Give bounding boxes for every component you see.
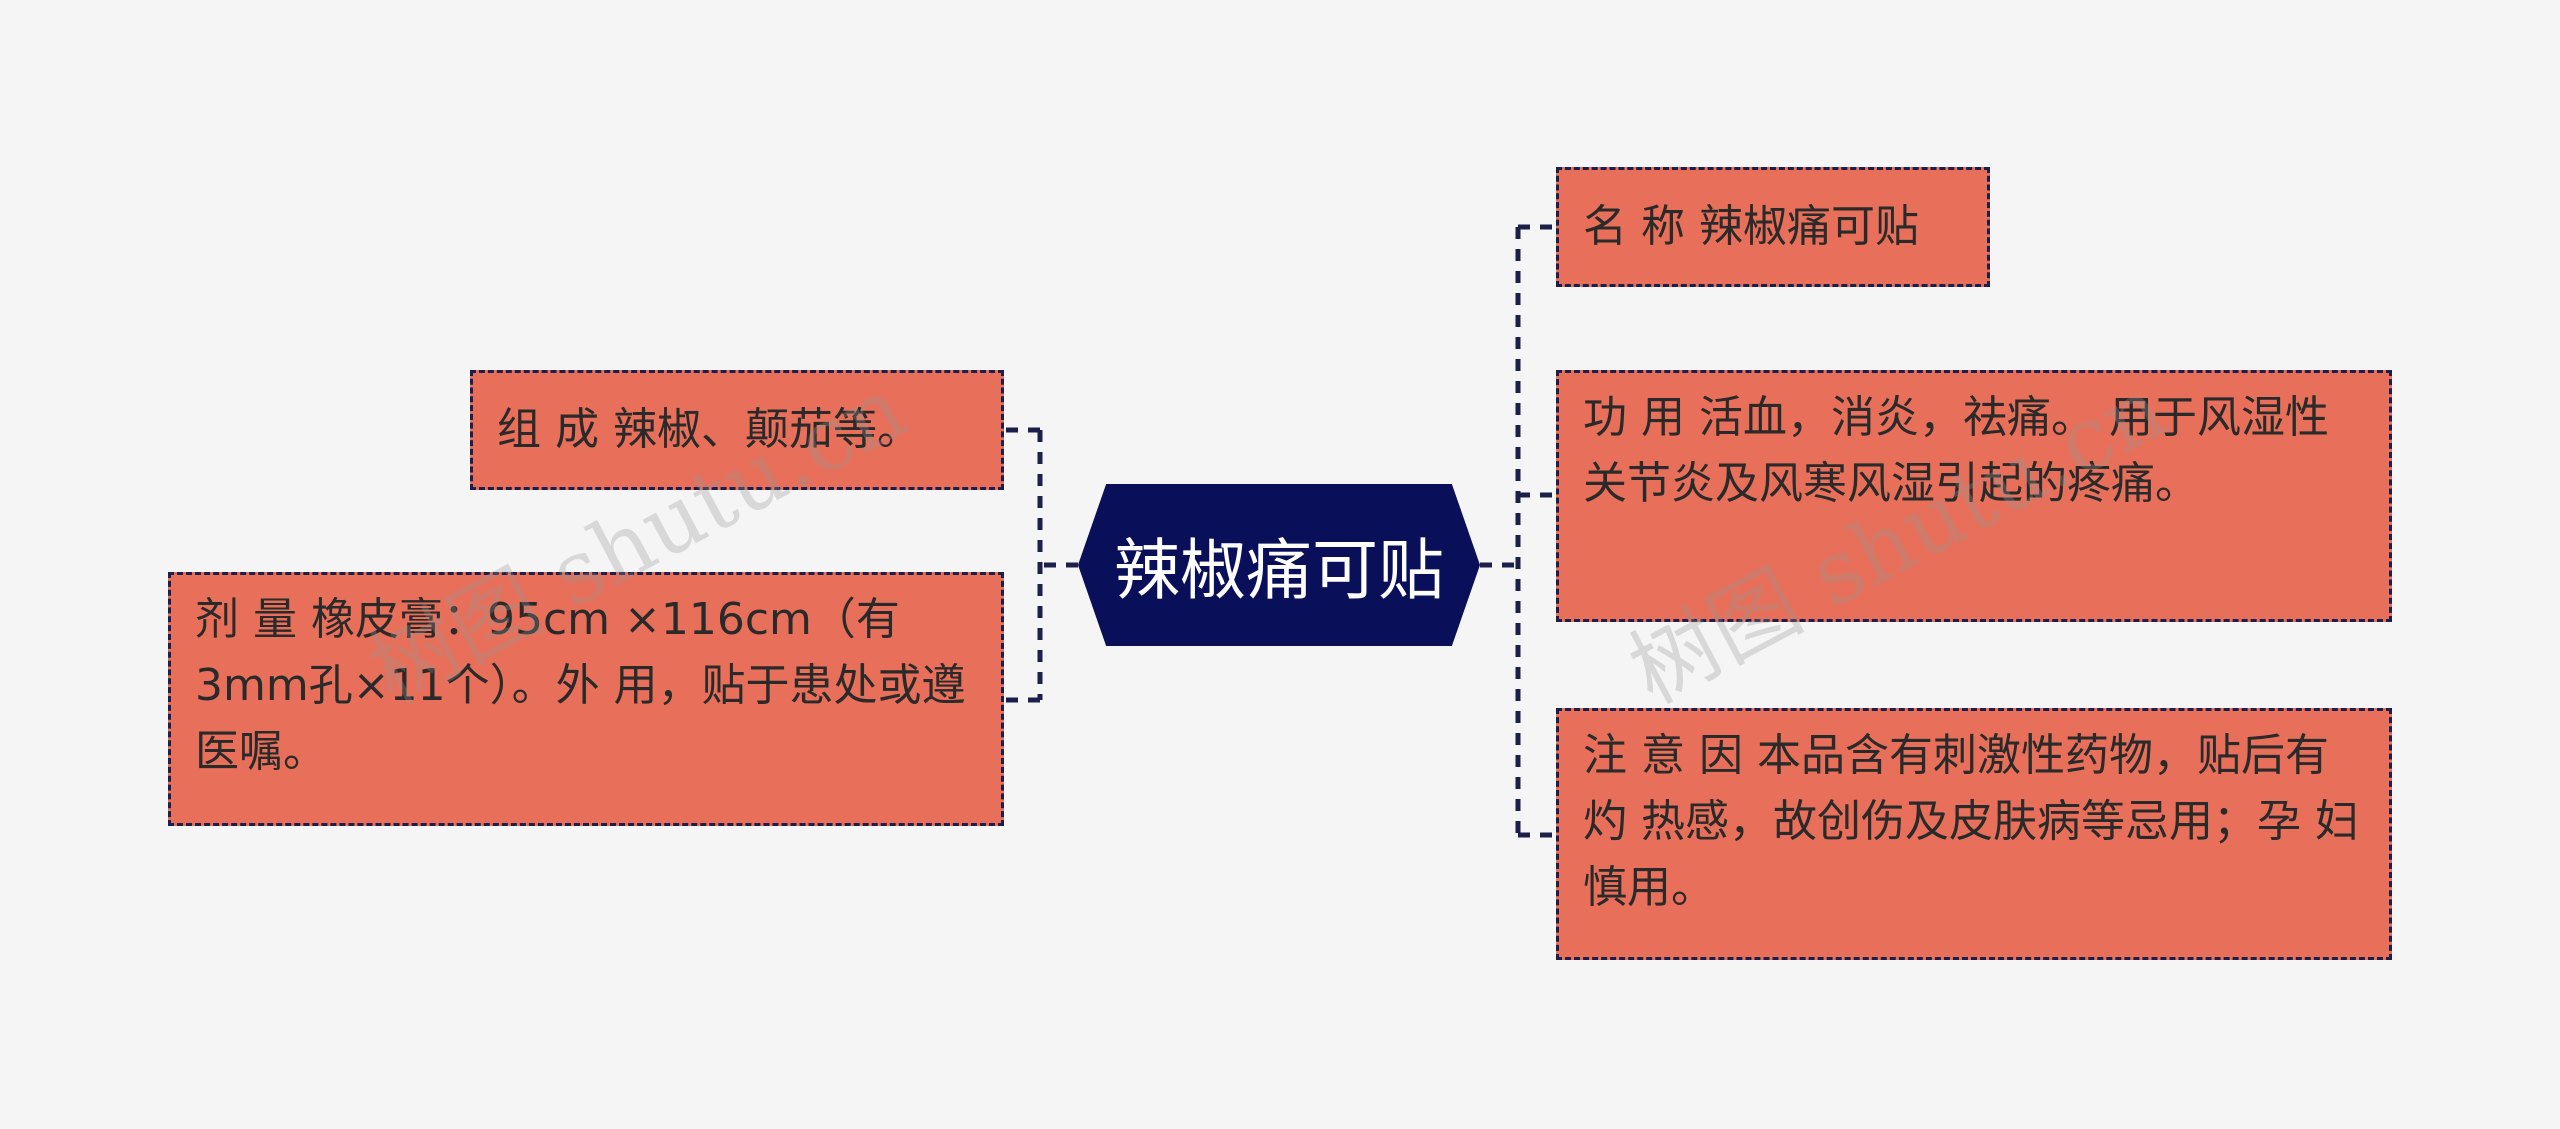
node-name[interactable]: 名 称 辣椒痛可贴 xyxy=(1556,167,1990,287)
central-topic[interactable]: 辣椒痛可贴 xyxy=(1078,484,1480,646)
node-name-text: 名 称 辣椒痛可贴 xyxy=(1583,201,1919,252)
node-caution-text: 注 意 因 本品含有刺激性药物，贴后有灼 热感，故创伤及皮肤病等忌用；孕 妇慎用… xyxy=(1583,730,2359,913)
node-dosage[interactable]: 剂 量 橡皮膏：95cm ×116cm（有3mm孔×11个）。外 用，贴于患处或… xyxy=(168,572,1004,826)
node-function-text: 功 用 活血，消炎，祛痛。 用于风湿性关节炎及风寒风湿引起的疼痛。 xyxy=(1583,392,2329,509)
central-topic-label: 辣椒痛可贴 xyxy=(1114,532,1444,609)
node-dosage-text: 剂 量 橡皮膏：95cm ×116cm（有3mm孔×11个）。外 用，贴于患处或… xyxy=(195,594,966,777)
node-composition-text: 组 成 辣椒、颠茄等。 xyxy=(497,404,921,455)
node-caution[interactable]: 注 意 因 本品含有刺激性药物，贴后有灼 热感，故创伤及皮肤病等忌用；孕 妇慎用… xyxy=(1556,708,2392,960)
node-function[interactable]: 功 用 活血，消炎，祛痛。 用于风湿性关节炎及风寒风湿引起的疼痛。 xyxy=(1556,370,2392,622)
node-composition[interactable]: 组 成 辣椒、颠茄等。 xyxy=(470,370,1004,490)
